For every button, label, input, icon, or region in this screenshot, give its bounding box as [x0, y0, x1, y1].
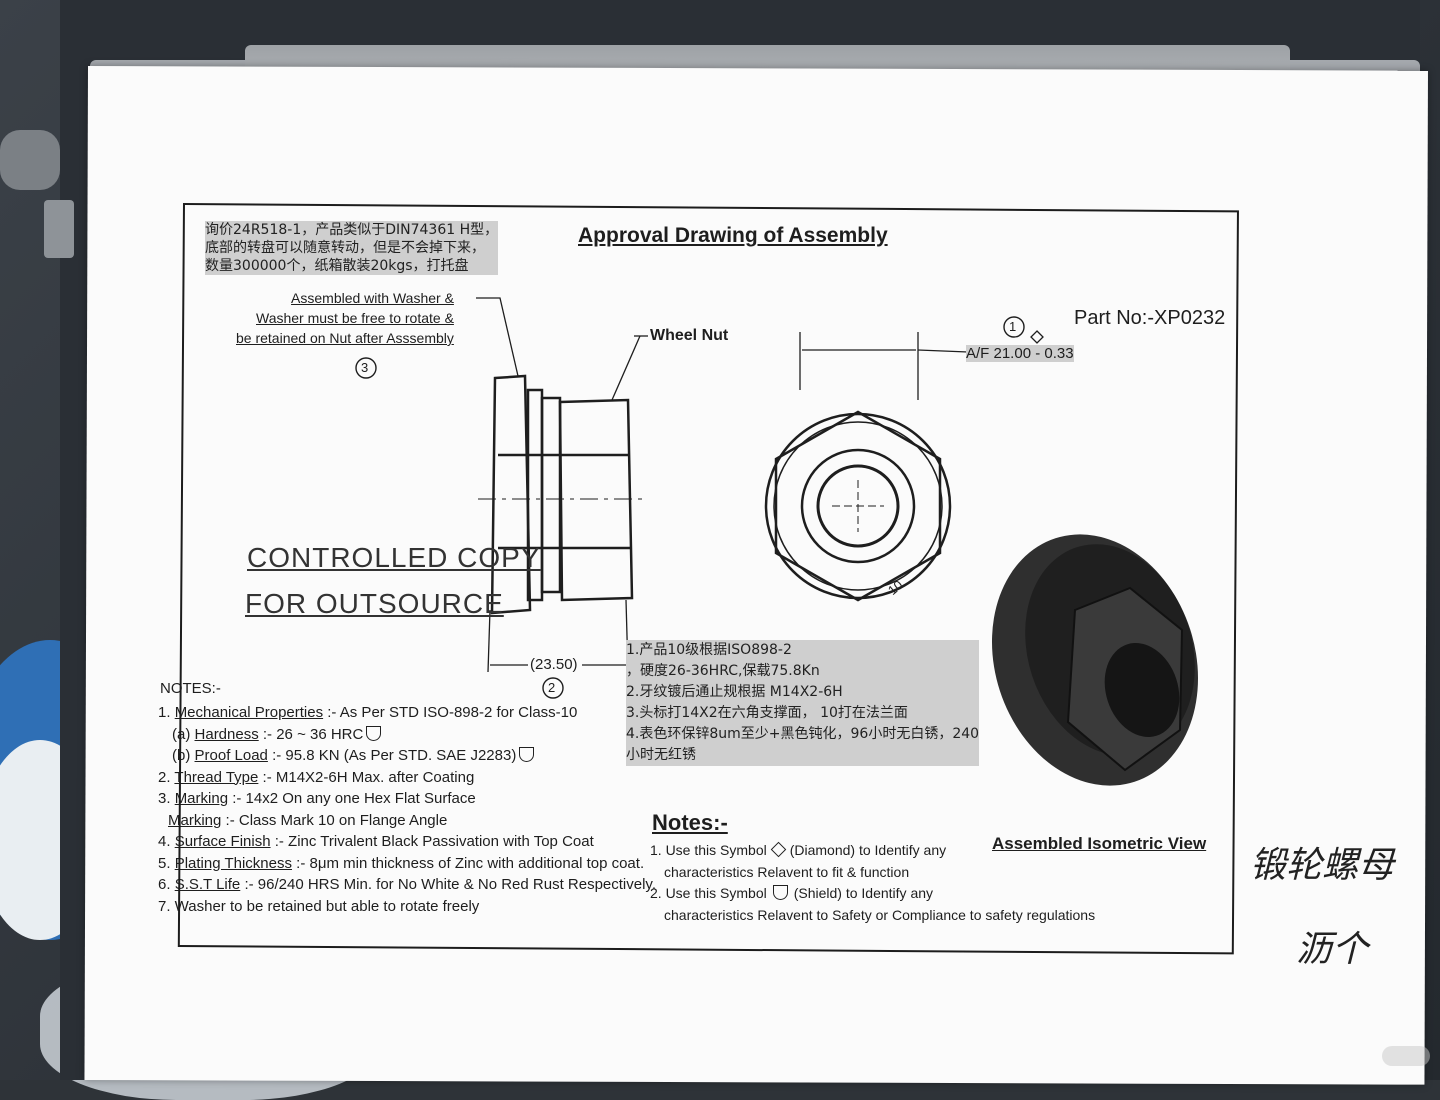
balloon-2-text: 2	[548, 680, 556, 695]
drawing-title: Approval Drawing of Assembly	[578, 224, 888, 247]
cn-req-2: 2.牙纹镀后通止规根据 M14X2-6H	[626, 682, 980, 703]
isometric-view-label: Assembled Isometric View	[992, 834, 1207, 853]
cn-req-4-cont: 小时无红锈	[626, 745, 980, 766]
note-4: 4. Surface Finish :- Zinc Trivalent Blac…	[158, 833, 594, 850]
balloon-1-text: 1	[1009, 319, 1017, 334]
length-dimension: (23.50)	[530, 656, 578, 673]
wheel-nut-label: Wheel Nut	[650, 327, 729, 344]
balloon-3-text: 3	[361, 360, 369, 375]
usb-plug	[44, 200, 74, 258]
shield-icon	[772, 885, 788, 900]
cn-req-3: 3.头标打14X2在六角支撑面， 10打在法兰面	[626, 703, 980, 724]
note-3b: Marking :- Class Mark 10 on Flange Angle	[168, 811, 448, 829]
part-number: Part No:-XP0232	[1074, 307, 1226, 329]
shield-icon	[519, 747, 535, 762]
leader-lines	[476, 297, 969, 673]
handwritten-quantity: 沥个	[1296, 929, 1369, 970]
symbol-note-2: 2. Use this Symbol(Shield) to Identify a…	[650, 885, 934, 901]
chinese-note-line-2: 底部的转盘可以随意转动，但是不会掉下来，	[205, 239, 499, 257]
isometric-view	[991, 534, 1199, 786]
shield-icon	[366, 725, 382, 741]
side-view	[490, 374, 634, 615]
diamond-icon	[770, 841, 786, 858]
front-view	[764, 410, 952, 602]
cn-req-1: 1.产品10级根据ISO898-2	[626, 640, 980, 661]
diamond-symbol-callout	[1030, 330, 1044, 344]
chinese-note-line-1: 询价24R518-1，产品类似于DIN74361 H型，	[205, 221, 499, 239]
cn-req-1-cont: ，硬度26-36HRC,保载75.8Kn	[626, 661, 980, 682]
symbol-note-2-line-2: characteristics Relavent to Safety or Co…	[664, 906, 1096, 923]
chinese-request-note: 询价24R518-1，产品类似于DIN74361 H型， 底部的转盘可以随意转动…	[205, 221, 499, 275]
note-1a: (a) Hardness :- 26 ~ 36 HRC	[158, 724, 656, 746]
symbol-notes: 1. Use this Symbol(Diamond) to Identify …	[650, 840, 1095, 926]
chinese-note-line-3: 数量300000个，纸箱散装20kgs，打托盘	[205, 257, 499, 275]
symbol-notes-heading: Notes:-	[652, 810, 728, 835]
washer-callout: Assembled with Washer & Washer must be f…	[236, 288, 454, 348]
balloons	[355, 316, 1025, 699]
note-3: 3. Marking :- 14x2 On any one Hex Flat S…	[158, 790, 476, 807]
note-1b: (b) Proof Load :- 95.8 KN (As Per STD. S…	[158, 745, 656, 767]
note-6: 6. S.S.T Life :- 96/240 HRS Min. for No …	[158, 876, 656, 893]
notes-list: 1. Mechanical Properties :- As Per STD I…	[158, 702, 656, 917]
controlled-copy-line-1: CONTROLLED COPY	[247, 542, 541, 573]
washer-callout-line-3: be retained on Nut after Asssembly	[236, 330, 454, 346]
across-flats-dimension: A/F 21.00 - 0.33	[966, 345, 1074, 362]
watermark-badge	[1382, 1046, 1430, 1066]
note-5: 5. Plating Thickness :- 8μm min thicknes…	[158, 854, 645, 872]
handwritten-part-name: 锻轮螺母	[1250, 845, 1395, 886]
washer-callout-line-1: Assembled with Washer &	[291, 290, 454, 306]
usb-cable	[0, 130, 60, 190]
symbol-note-1-line-2: characteristics Relavent to fit & functi…	[664, 863, 910, 880]
note-1: 1. Mechanical Properties :- As Per STD I…	[158, 704, 578, 721]
washer-callout-line-2: Washer must be free to rotate &	[256, 310, 454, 326]
chinese-requirements: 1.产品10级根据ISO898-2 ，硬度26-36HRC,保载75.8Kn 2…	[626, 640, 980, 766]
controlled-copy-line-2: FOR OUTSOURCE	[245, 588, 504, 619]
cn-req-4: 4.表色环保锌8um至少+黑色钝化，96小时无白锈，240	[626, 724, 980, 745]
notes-heading: NOTES:-	[160, 680, 221, 697]
symbol-note-1: 1. Use this Symbol(Diamond) to Identify …	[650, 841, 947, 858]
note-7: 7. Washer to be retained but able to rot…	[158, 897, 480, 915]
note-2: 2. Thread Type :- M14X2-6H Max. after Co…	[158, 768, 475, 786]
